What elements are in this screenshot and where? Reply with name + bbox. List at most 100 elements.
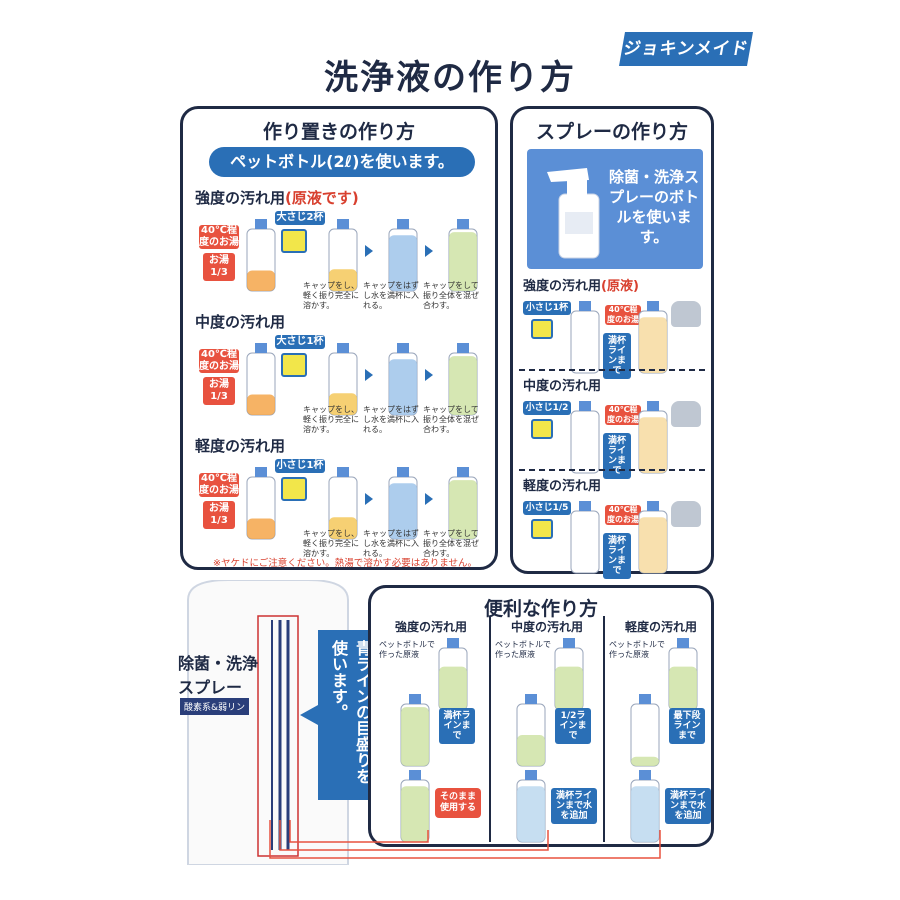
spray-bottle-icon xyxy=(547,168,600,259)
right-section: 軽度の汚れ用小さじ1/5 40℃程度のお湯満杯ラインまで xyxy=(513,469,711,579)
spoon-label: 大さじ2杯 xyxy=(275,211,325,225)
right-section-heading: 軽度の汚れ用 xyxy=(523,479,602,494)
final-tag: 満杯ラインまで水を追加 xyxy=(551,788,597,824)
caution-note: ※ヤケドにご注意ください。熱湯で溶かす必要はありません。 xyxy=(213,558,477,569)
step-caption: キャップをし、軽く振り完全に溶かす。 xyxy=(303,281,359,310)
spray-bottle-icon xyxy=(567,497,603,581)
column-bottle-note: ペットボトルで作った原液 xyxy=(609,640,665,659)
bottle-sub-label: 酸素系&弱リン xyxy=(180,698,250,715)
right-panel: スプレーの作り方 除菌・洗浄スプレーのボトルを使います。 強度の汚れ用(原液) 小… xyxy=(510,106,714,579)
detergent-icon xyxy=(531,319,553,339)
spray-bottle-icon xyxy=(567,297,603,381)
column-heading: 強度の汚れ用 xyxy=(394,620,467,634)
left-panel: 作り置きの作り方 ペットボトル(2ℓ)を使います。 強度の汚れ用(原液です)40… xyxy=(180,106,498,570)
bottle-icon xyxy=(243,463,279,547)
filled-bottle-icon xyxy=(635,297,671,381)
spoon-label: 小さじ1/5 xyxy=(523,501,571,515)
detergent-icon xyxy=(531,419,553,439)
step-caption: キャップをはずし水を満杯に入れる。 xyxy=(363,529,419,558)
step-arrow-icon xyxy=(425,245,433,257)
fill-line-tag: 満杯ラインまで xyxy=(603,433,631,479)
connector-lines xyxy=(269,820,661,859)
third-water-label: お湯 1/3 xyxy=(203,501,235,529)
convenient-panel: 便利な作り方 強度の汚れ用ペットボトルで作った原液 満杯ラインまで そのまま使用… xyxy=(368,585,714,847)
third-water-label: お湯 1/3 xyxy=(203,253,235,281)
right-panel-title: スプレーの作り方 xyxy=(535,121,688,143)
convenient-column: 強度の汚れ用ペットボトルで作った原液 満杯ラインまで そのまま使用する xyxy=(375,616,485,843)
level-tag: 最下段ラインまで xyxy=(669,708,705,744)
kettle-icon xyxy=(671,301,701,327)
step-caption: キャップをして振り全体を混ぜ合わす。 xyxy=(423,529,479,558)
third-water-label: お湯 1/3 xyxy=(203,377,235,405)
detergent-icon xyxy=(281,229,307,253)
column-heading: 軽度の汚れ用 xyxy=(624,620,697,634)
column-bottle-note: ペットボトルで作った原液 xyxy=(495,640,551,659)
measure-bottle-icon xyxy=(513,690,549,774)
final-bottle-icon xyxy=(513,766,549,850)
spoon-label: 小さじ1/2 xyxy=(523,401,571,415)
detergent-icon xyxy=(281,353,307,377)
hot-water-label: 40℃程度のお湯 xyxy=(199,473,239,497)
final-bottle-icon xyxy=(627,766,663,850)
step-bottle-icon xyxy=(385,463,421,547)
large-bottle: 除菌・洗浄スプレー 酸素系&弱リン xyxy=(168,579,358,866)
large-bottle-icon xyxy=(187,579,349,866)
final-tag: 満杯ラインまで水を追加 xyxy=(665,788,711,824)
pour-bottle-icon xyxy=(435,634,471,718)
spray-bottle-icon xyxy=(567,397,603,481)
step-bottle-icon xyxy=(385,339,421,423)
step-caption: キャップをして振り全体を混ぜ合わす。 xyxy=(423,281,479,310)
pet-bottle-pill: ペットボトル(2ℓ)を使います。 xyxy=(209,147,475,177)
hot-water-label: 40℃程度のお湯 xyxy=(605,405,641,425)
measure-bottle-icon xyxy=(627,690,663,774)
kettle-icon xyxy=(671,501,701,527)
right-section: 強度の汚れ用(原液)小さじ1杯 40℃程度のお湯満杯ラインまで xyxy=(513,273,711,379)
left-section-heading: 強度の汚れ用(原液です) xyxy=(195,189,359,207)
step-bottle-icon xyxy=(445,215,481,299)
pour-bottle-icon xyxy=(551,634,587,718)
left-section-heading: 中度の汚れ用 xyxy=(195,313,286,331)
convenient-column: 中度の汚れ用ペットボトルで作った原液 1/2ラインまで 満杯ラインまで水を追加 xyxy=(489,616,601,843)
blue-line-text: 青ラインの目盛りを使います。 xyxy=(329,640,372,784)
step-bottle-icon xyxy=(325,215,361,299)
pour-bottle-icon xyxy=(665,634,701,718)
bottle-icon xyxy=(243,215,279,299)
level-tag: 1/2ラインまで xyxy=(555,708,591,744)
step-arrow-icon xyxy=(425,493,433,505)
convenient-column: 軽度の汚れ用ペットボトルで作った原液 最下段ラインまで 満杯ラインまで水を追加 xyxy=(603,616,715,843)
convenient-panel-title: 便利な作り方 xyxy=(483,598,598,620)
detergent-icon xyxy=(281,477,307,501)
section-divider xyxy=(519,369,705,371)
left-panel-title: 作り置きの作り方 xyxy=(262,121,415,143)
left-section: 強度の汚れ用(原液です)40℃程度のお湯お湯 1/3 大さじ2杯 キャップをし、… xyxy=(183,185,495,310)
right-section-heading: 強度の汚れ用(原液) xyxy=(523,279,639,294)
level-tag: 満杯ラインまで xyxy=(439,708,475,744)
bottle-brand-label: 除菌・洗浄スプレー xyxy=(178,654,259,697)
step-bottle-icon xyxy=(445,463,481,547)
spoon-label: 小さじ1杯 xyxy=(275,459,325,473)
step-arrow-icon xyxy=(365,245,373,257)
hot-water-label: 40℃程度のお湯 xyxy=(199,349,239,373)
spoon-label: 小さじ1杯 xyxy=(523,301,571,315)
kettle-icon xyxy=(671,401,701,427)
hot-water-label: 40℃程度のお湯 xyxy=(605,505,641,525)
step-bottle-icon xyxy=(325,463,361,547)
step-bottle-icon xyxy=(385,215,421,299)
column-bottle-note: ペットボトルで作った原液 xyxy=(379,640,435,659)
bottle-icon xyxy=(243,339,279,423)
step-caption: キャップをし、軽く振り完全に溶かす。 xyxy=(303,405,359,434)
step-caption: キャップをはずし水を満杯に入れる。 xyxy=(363,405,419,434)
detergent-icon xyxy=(531,519,553,539)
step-bottle-icon xyxy=(325,339,361,423)
spray-bottle-text: 除菌・洗浄スプレーのボトルを使います。 xyxy=(609,168,700,246)
left-section-heading: 軽度の汚れ用 xyxy=(195,437,286,455)
step-arrow-icon xyxy=(425,369,433,381)
final-bottle-icon xyxy=(397,766,433,850)
blue-line-banner: 青ラインの目盛りを使います。 xyxy=(300,630,372,800)
step-arrow-icon xyxy=(365,493,373,505)
final-tag: そのまま使用する xyxy=(435,788,481,818)
fill-line-tag: 満杯ラインまで xyxy=(603,533,631,579)
step-bottle-icon xyxy=(445,339,481,423)
